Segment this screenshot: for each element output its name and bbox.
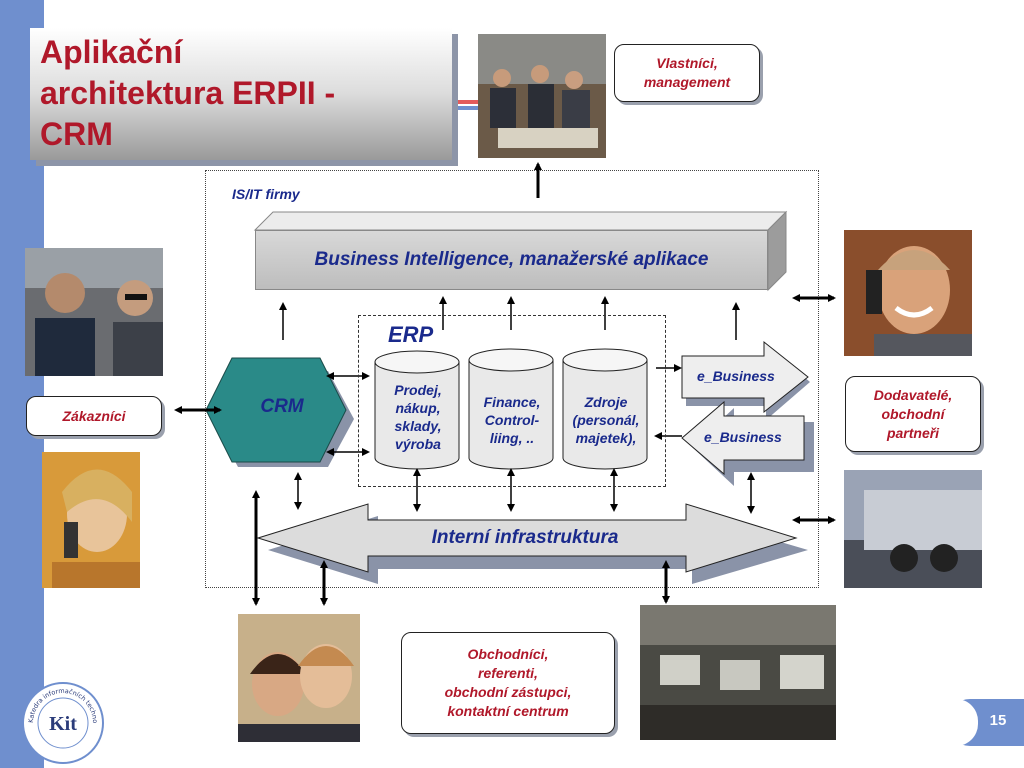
- decor-line-blue: [455, 106, 481, 110]
- cylinder-2-label: Finance, Control- liing, ..: [483, 394, 541, 446]
- cylinder-3: [562, 348, 648, 470]
- it-label: IS/IT firmy: [232, 186, 300, 202]
- photo-supplier-man: [844, 230, 972, 356]
- bi-label: Business Intelligence, manažerské aplika…: [314, 249, 709, 270]
- erp-label: ERP: [388, 322, 434, 347]
- photo-customers-men: [25, 248, 163, 376]
- infra-label: Interní infrastruktura: [431, 527, 619, 548]
- sales-box: Obchodníci, referenti, obchodní zástupci…: [401, 632, 615, 734]
- customers-box: Zákazníci: [26, 396, 162, 436]
- bi-box: Business Intelligence, manažerské aplika…: [255, 230, 768, 290]
- suppliers-box: Dodavatelé, obchodní partneři: [845, 376, 981, 452]
- cylinder-2: [468, 348, 554, 470]
- page-title: Aplikační architektura ERPII - CRM: [40, 34, 336, 152]
- photo-supplier-truck: [844, 470, 982, 588]
- ebusiness-out-arrow: [681, 340, 809, 414]
- erp-box: [358, 315, 666, 487]
- logo-text: Kit: [49, 713, 77, 735]
- photo-customer-woman: [42, 452, 140, 588]
- ebusiness-out-label: e_Business: [697, 368, 775, 384]
- owners-box: Vlastníci, management: [614, 44, 760, 102]
- photo-office: [640, 605, 836, 740]
- bi-box-side: [767, 210, 787, 292]
- page-number: 15: [989, 712, 1007, 729]
- cylinder-3-label: Zdroje (personál, majetek),: [572, 394, 640, 446]
- ebusiness-in-arrow: [681, 400, 805, 476]
- cylinder-1: [374, 350, 460, 470]
- crm-label: CRM: [260, 396, 304, 417]
- decor-line-red: [455, 100, 481, 104]
- ebusiness-in-label: e_Business: [704, 429, 782, 445]
- photo-management: [478, 34, 606, 158]
- photo-call-center: [238, 614, 360, 742]
- bi-box-top: [253, 211, 788, 231]
- kit-logo: Kit Katedra informačních technologií VŠE…: [20, 680, 104, 764]
- infra-arrow: [256, 503, 798, 573]
- it-container: [205, 170, 819, 588]
- cylinder-1-label: Prodej, nákup, sklady, výroba: [394, 382, 442, 452]
- title-box: Aplikační architektura ERPII - CRM: [30, 28, 452, 160]
